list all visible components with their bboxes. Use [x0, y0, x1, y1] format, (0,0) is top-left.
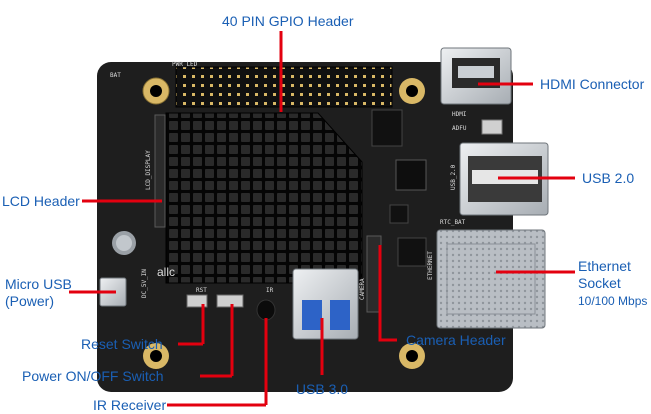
silk-adfu: ADFU	[452, 125, 467, 132]
label-gpio: 40 PIN GPIO Header	[222, 13, 354, 29]
label-usb3: USB 3.0	[296, 381, 348, 397]
adfu-button	[481, 119, 503, 135]
label-ir: IR Receiver	[93, 397, 167, 413]
capacitor	[112, 231, 136, 255]
label-ethernet-2: Socket	[578, 275, 621, 291]
ir-receiver-body	[256, 299, 276, 321]
silk-ir: IR	[266, 287, 274, 294]
silk-rst: RST	[196, 287, 207, 294]
gpio-header	[175, 66, 393, 108]
chip	[389, 204, 409, 224]
heatsink	[165, 112, 363, 284]
hdmi-connector	[440, 47, 512, 105]
label-usb2: USB 2.0	[582, 170, 635, 186]
chip	[371, 109, 403, 147]
label-ethernet-speed: 10/100 Mbps	[578, 294, 648, 308]
silk-dc-in: DC_5V_IN	[141, 269, 148, 298]
label-lcd: LCD Header	[2, 193, 80, 209]
silk-hdmi: HDMI	[452, 111, 467, 118]
label-micro-usb-1: Micro USB	[5, 276, 72, 292]
power-switch-body	[216, 294, 244, 308]
label-power: Power ON/OFF Switch	[22, 368, 164, 384]
chip	[395, 159, 427, 191]
chip	[397, 237, 427, 267]
silk-lcd-display: LCD_DISPLAY	[145, 150, 152, 190]
silk-ethernet: ETHERNET	[427, 251, 434, 280]
ethernet-socket	[436, 229, 546, 329]
mounting-holes	[142, 77, 425, 369]
silk-camera: CAMERA	[359, 278, 366, 300]
label-reset: Reset Switch	[81, 336, 163, 352]
silk-bat: BAT	[110, 72, 121, 79]
silk-rtc-bat: RTC_BAT	[440, 219, 466, 226]
lcd-header	[154, 114, 166, 228]
silk-pwr-led: PWR_LED	[172, 61, 198, 68]
label-ethernet-1: Ethernet	[578, 258, 631, 274]
usb3-port	[292, 268, 359, 340]
leader-lines	[69, 31, 575, 407]
label-hdmi: HDMI Connector	[540, 76, 645, 92]
label-camera: Camera Header	[406, 332, 506, 348]
silk-allc: allc	[157, 265, 175, 279]
label-micro-usb-2: (Power)	[5, 293, 55, 309]
silk-usb2: USB_2.0	[450, 164, 457, 190]
